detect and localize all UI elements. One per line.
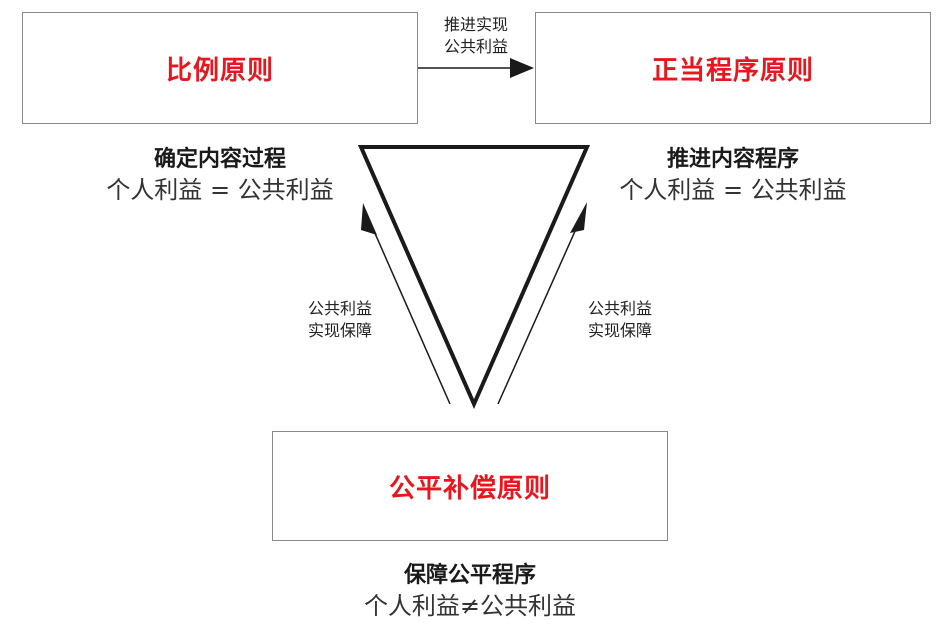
arrow-label-line: 公共利益 [443, 37, 508, 57]
caption-subtitle: 个人利益≠公共利益 [363, 591, 577, 620]
center-triangle [357, 145, 591, 409]
arrow-bottom-to-left-head [361, 203, 377, 235]
arrow-label-line: 实现保障 [307, 321, 372, 341]
arrow-label-line: 推进实现 [443, 15, 508, 34]
arrow-label-line: 公共利益 [587, 299, 652, 318]
principle-title: 比例原则 [165, 55, 274, 86]
arrow-label-left: 公共利益 实现保障 [290, 298, 390, 343]
caption-subtitle: 个人利益 = 公共利益 [619, 175, 847, 204]
caption-title: 确定内容过程 [153, 147, 286, 172]
arrow-label-top: 推进实现 公共利益 [418, 14, 534, 59]
arrow-bottom-to-left [369, 221, 451, 405]
arrow-label-line: 公共利益 [307, 299, 372, 318]
principle-title: 正当程序原则 [651, 55, 814, 86]
arrow-bottom-to-right-head [570, 202, 587, 233]
caption-right: 推进内容程序 个人利益 = 公共利益 [535, 146, 931, 206]
caption-bottom: 保障公平程序 个人利益≠公共利益 [272, 562, 668, 622]
caption-subtitle: 个人利益 = 公共利益 [106, 175, 334, 204]
caption-title: 推进内容程序 [666, 147, 799, 172]
arrow-left-to-right-head [510, 58, 534, 78]
principle-box-proportionality: 比例原则 [22, 12, 418, 124]
principle-box-due-process: 正当程序原则 [535, 12, 931, 124]
principle-title: 公平补偿原则 [388, 473, 551, 504]
caption-title: 保障公平程序 [403, 563, 536, 588]
arrow-label-line: 实现保障 [587, 321, 652, 341]
principle-box-fair-compensation: 公平补偿原则 [272, 431, 668, 541]
arrow-bottom-to-right [497, 219, 581, 405]
caption-left: 确定内容过程 个人利益 = 公共利益 [22, 146, 418, 206]
arrow-label-right: 公共利益 实现保障 [570, 298, 670, 343]
